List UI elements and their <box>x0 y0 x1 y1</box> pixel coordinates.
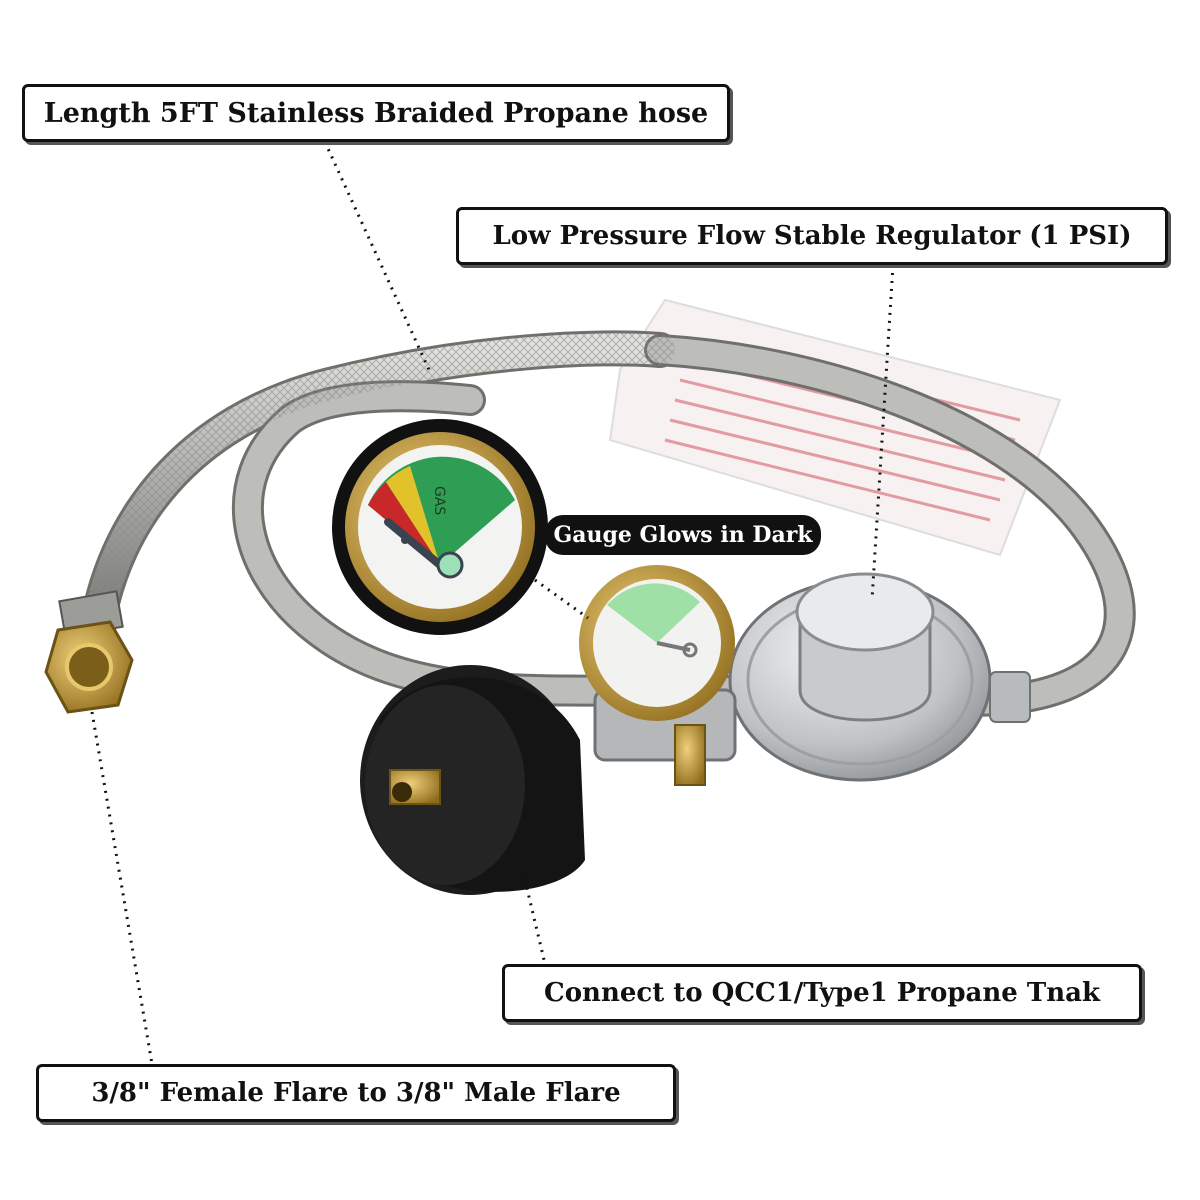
callout-gauge: Gauge Glows in Dark <box>545 515 821 555</box>
callout-regulator: Low Pressure Flow Stable Regulator (1 PS… <box>456 207 1168 265</box>
callout-hose-length: Length 5FT Stainless Braided Propane hos… <box>22 84 730 142</box>
hose-image <box>77 330 1136 717</box>
leader-lines <box>90 141 895 1065</box>
small-gauge-image <box>579 565 737 786</box>
callout-flare-fitting: 3/8" Female Flare to 3/8" Male Flare <box>36 1064 676 1122</box>
regulator-image <box>728 572 1031 782</box>
qcc1-handwheel-image <box>360 665 585 895</box>
callout-tank-connection: Connect to QCC1/Type1 Propane Tnak <box>502 964 1142 1022</box>
flare-fitting-image <box>44 590 134 714</box>
gauge-image: GAS <box>332 419 548 635</box>
gauge-face-label: GAS <box>431 486 447 515</box>
